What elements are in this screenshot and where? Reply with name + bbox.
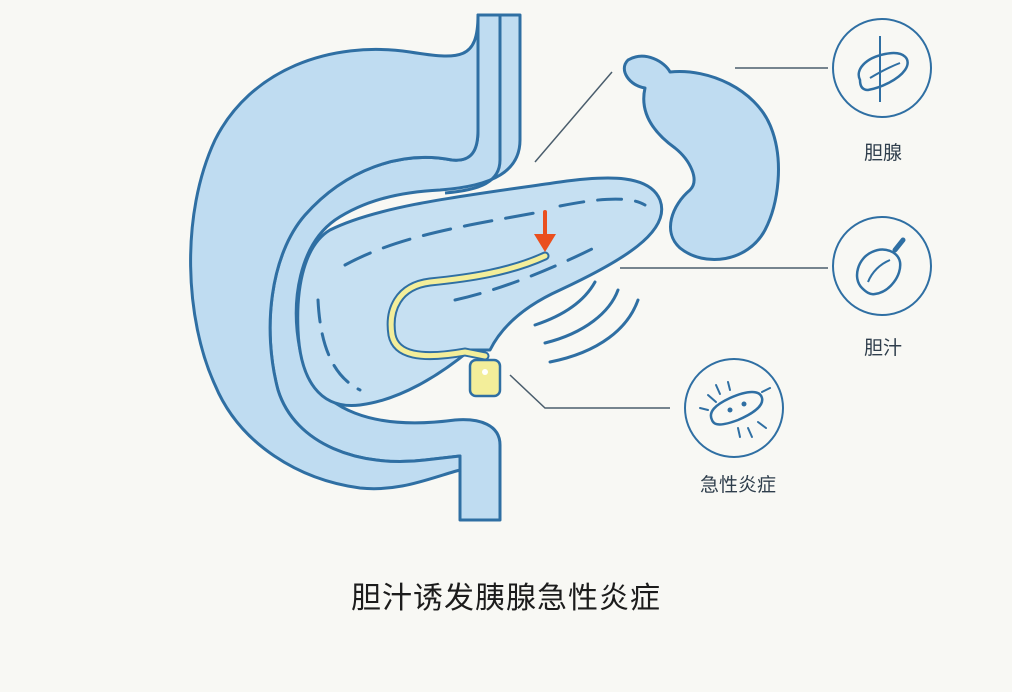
gallbladder [622, 54, 780, 262]
label-inflammation: 急性炎症 [699, 474, 776, 496]
bile-outlet [468, 358, 502, 398]
gland-icon [832, 18, 932, 118]
inflammation-waves [533, 280, 640, 364]
callout-lines [509, 67, 828, 409]
pancreas [296, 176, 664, 408]
diagram-title: 胆汁诱发胰腺急性炎症 [351, 581, 661, 616]
label-gland: 胆腺 [863, 142, 902, 164]
bacteria-icon [684, 358, 784, 458]
flow-arrow [534, 210, 556, 252]
label-bile: 胆汁 [863, 337, 902, 359]
stomach-body [189, 13, 480, 491]
bile-drop-icon [832, 216, 932, 316]
